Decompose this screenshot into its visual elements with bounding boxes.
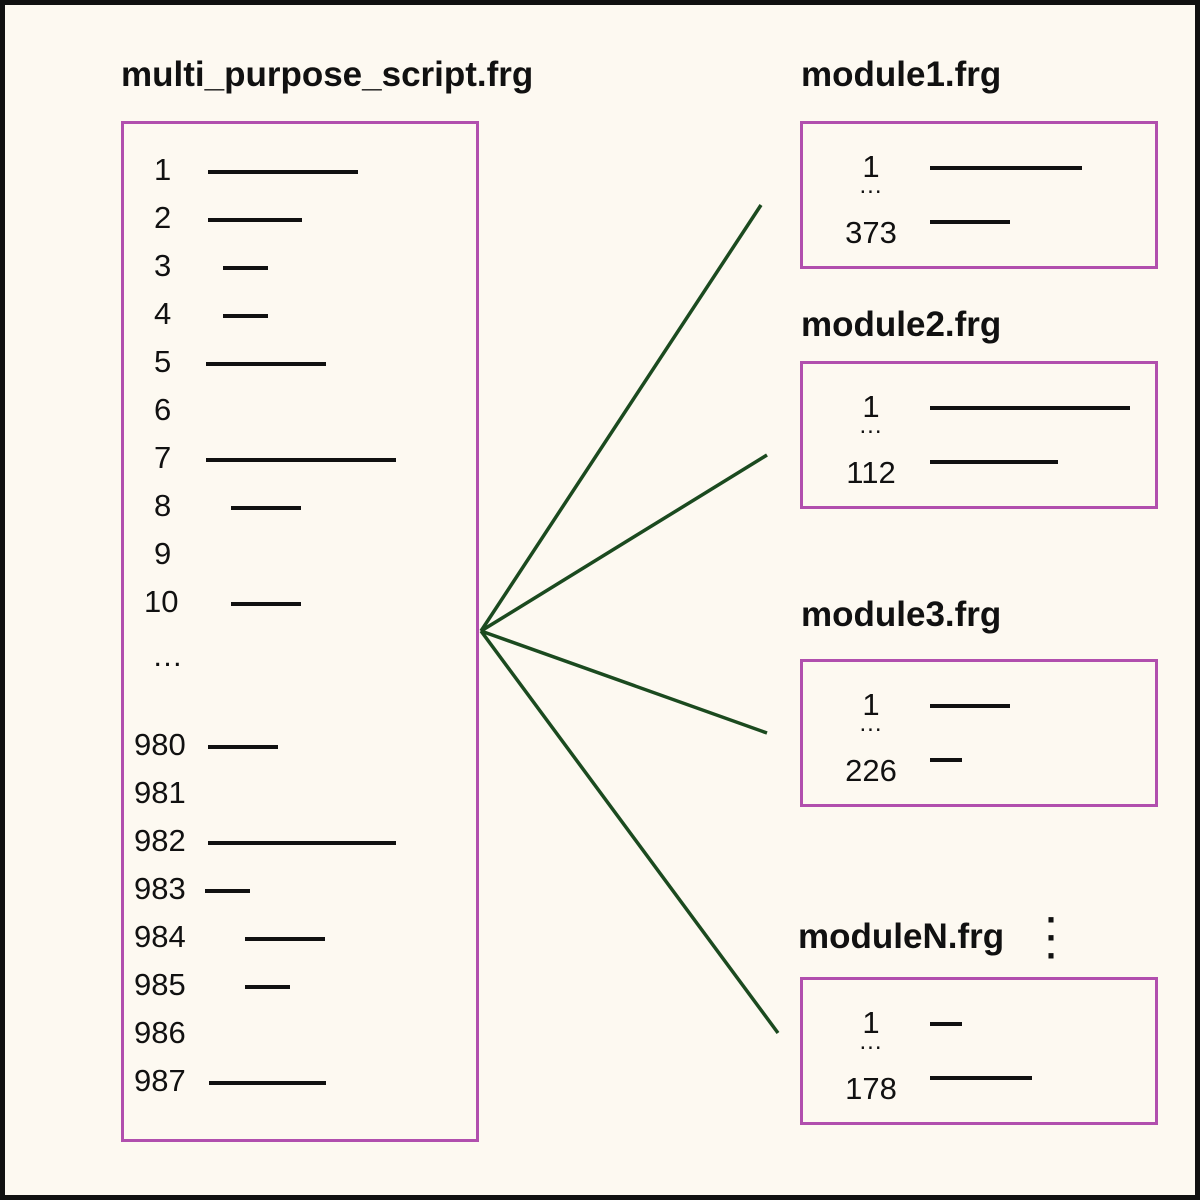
module-first-line-number: 1 [862,389,880,424]
module-first-line-number: 1 [862,687,880,722]
module-first-line-number: 1 [862,1005,880,1040]
code-line: 981 [124,777,476,825]
code-line: 980 [124,729,476,777]
code-line: 984 [124,921,476,969]
line-number: 7 [154,440,172,475]
line-number: 985 [134,967,186,1002]
line-number: 983 [134,871,186,906]
module-ellipsis: ... [859,172,883,199]
code-line: 2 [124,202,476,250]
code-line: 1 [124,154,476,202]
code-line: 983 [124,873,476,921]
line-number: 981 [134,775,186,810]
code-line-bar [209,1081,326,1085]
connector-line-module-2 [480,453,768,633]
code-line-bar [231,506,301,510]
code-line-bar [208,745,278,749]
module-first-line-bar [930,1022,962,1026]
module-last-line-bar [930,220,1010,224]
line-number: 5 [154,344,172,379]
module-last-line-number: 226 [845,753,897,788]
module-last-line-number: 373 [845,215,897,250]
code-line: 7 [124,442,476,490]
code-line-bar [231,602,301,606]
code-line: 4 [124,298,476,346]
code-line-bar [206,458,396,462]
module-ellipsis: ... [859,710,883,737]
more-modules-indicator: ··· [1046,899,1058,976]
connector-line-module-4 [479,629,780,1035]
code-line-bar [223,266,268,270]
line-number: 3 [154,248,172,283]
code-line: 3 [124,250,476,298]
module-last-line-number: 178 [845,1071,897,1106]
module-first-line-bar [930,166,1082,170]
line-number: 6 [154,392,172,427]
code-line: 985 [124,969,476,1017]
module-last-line-bar [930,460,1058,464]
module-last-line-bar [930,1076,1032,1080]
code-line: 5 [124,346,476,394]
code-line: 9 [124,538,476,586]
line-number: 986 [134,1015,186,1050]
line-number: 982 [134,823,186,858]
main-file-box: 1 2 3 4 5 6 7 8 9 10 … 980 981 982 983 984 985 986 987 [121,121,479,1142]
module-box: 1... 178 [800,977,1158,1125]
code-line-bar [223,314,268,318]
connector-lines [479,204,780,1035]
module-first-line-bar [930,406,1130,410]
line-number: 987 [134,1063,186,1098]
line-number: 980 [134,727,186,762]
line-number: 10 [144,584,179,619]
code-line: 6 [124,394,476,442]
module-title: module2.frg [801,305,1002,344]
module-box: 1... 373 [800,121,1158,269]
connector-line-module-3 [480,629,768,735]
code-line-bar [206,362,326,366]
module-ellipsis: ... [859,412,883,439]
code-line-bar [208,841,396,845]
module-ellipsis: ... [859,1028,883,1055]
module-title: module3.frg [801,595,1002,634]
module-title: moduleN.frg [798,917,1005,956]
line-number: 8 [154,488,172,523]
module-last-line-number: 112 [846,455,896,490]
code-line-bar [208,170,358,174]
code-line-bar [245,937,325,941]
code-line-bar [245,985,290,989]
line-number: 2 [154,200,172,235]
code-line: 982 [124,825,476,873]
module-box: 1... 226 [800,659,1158,807]
line-number: 984 [134,919,186,954]
main-file-title: multi_purpose_script.frg [121,55,534,94]
line-number: 4 [154,296,172,331]
code-line: 10 [124,586,476,634]
line-number: 1 [154,152,172,187]
module-last-line-bar [930,758,962,762]
code-line-bar [208,218,302,222]
module-first-line-bar [930,704,1010,708]
module-first-line-number: 1 [862,149,880,184]
main-file-ellipsis: … [152,638,183,673]
line-number: 9 [154,536,172,571]
code-line: 987 [124,1065,476,1113]
module-box: 1... 112 [800,361,1158,509]
code-line: 986 [124,1017,476,1065]
module-title: module1.frg [801,55,1002,94]
code-line-bar [205,889,250,893]
code-line: 8 [124,490,476,538]
connector-line-module-1 [479,204,763,632]
